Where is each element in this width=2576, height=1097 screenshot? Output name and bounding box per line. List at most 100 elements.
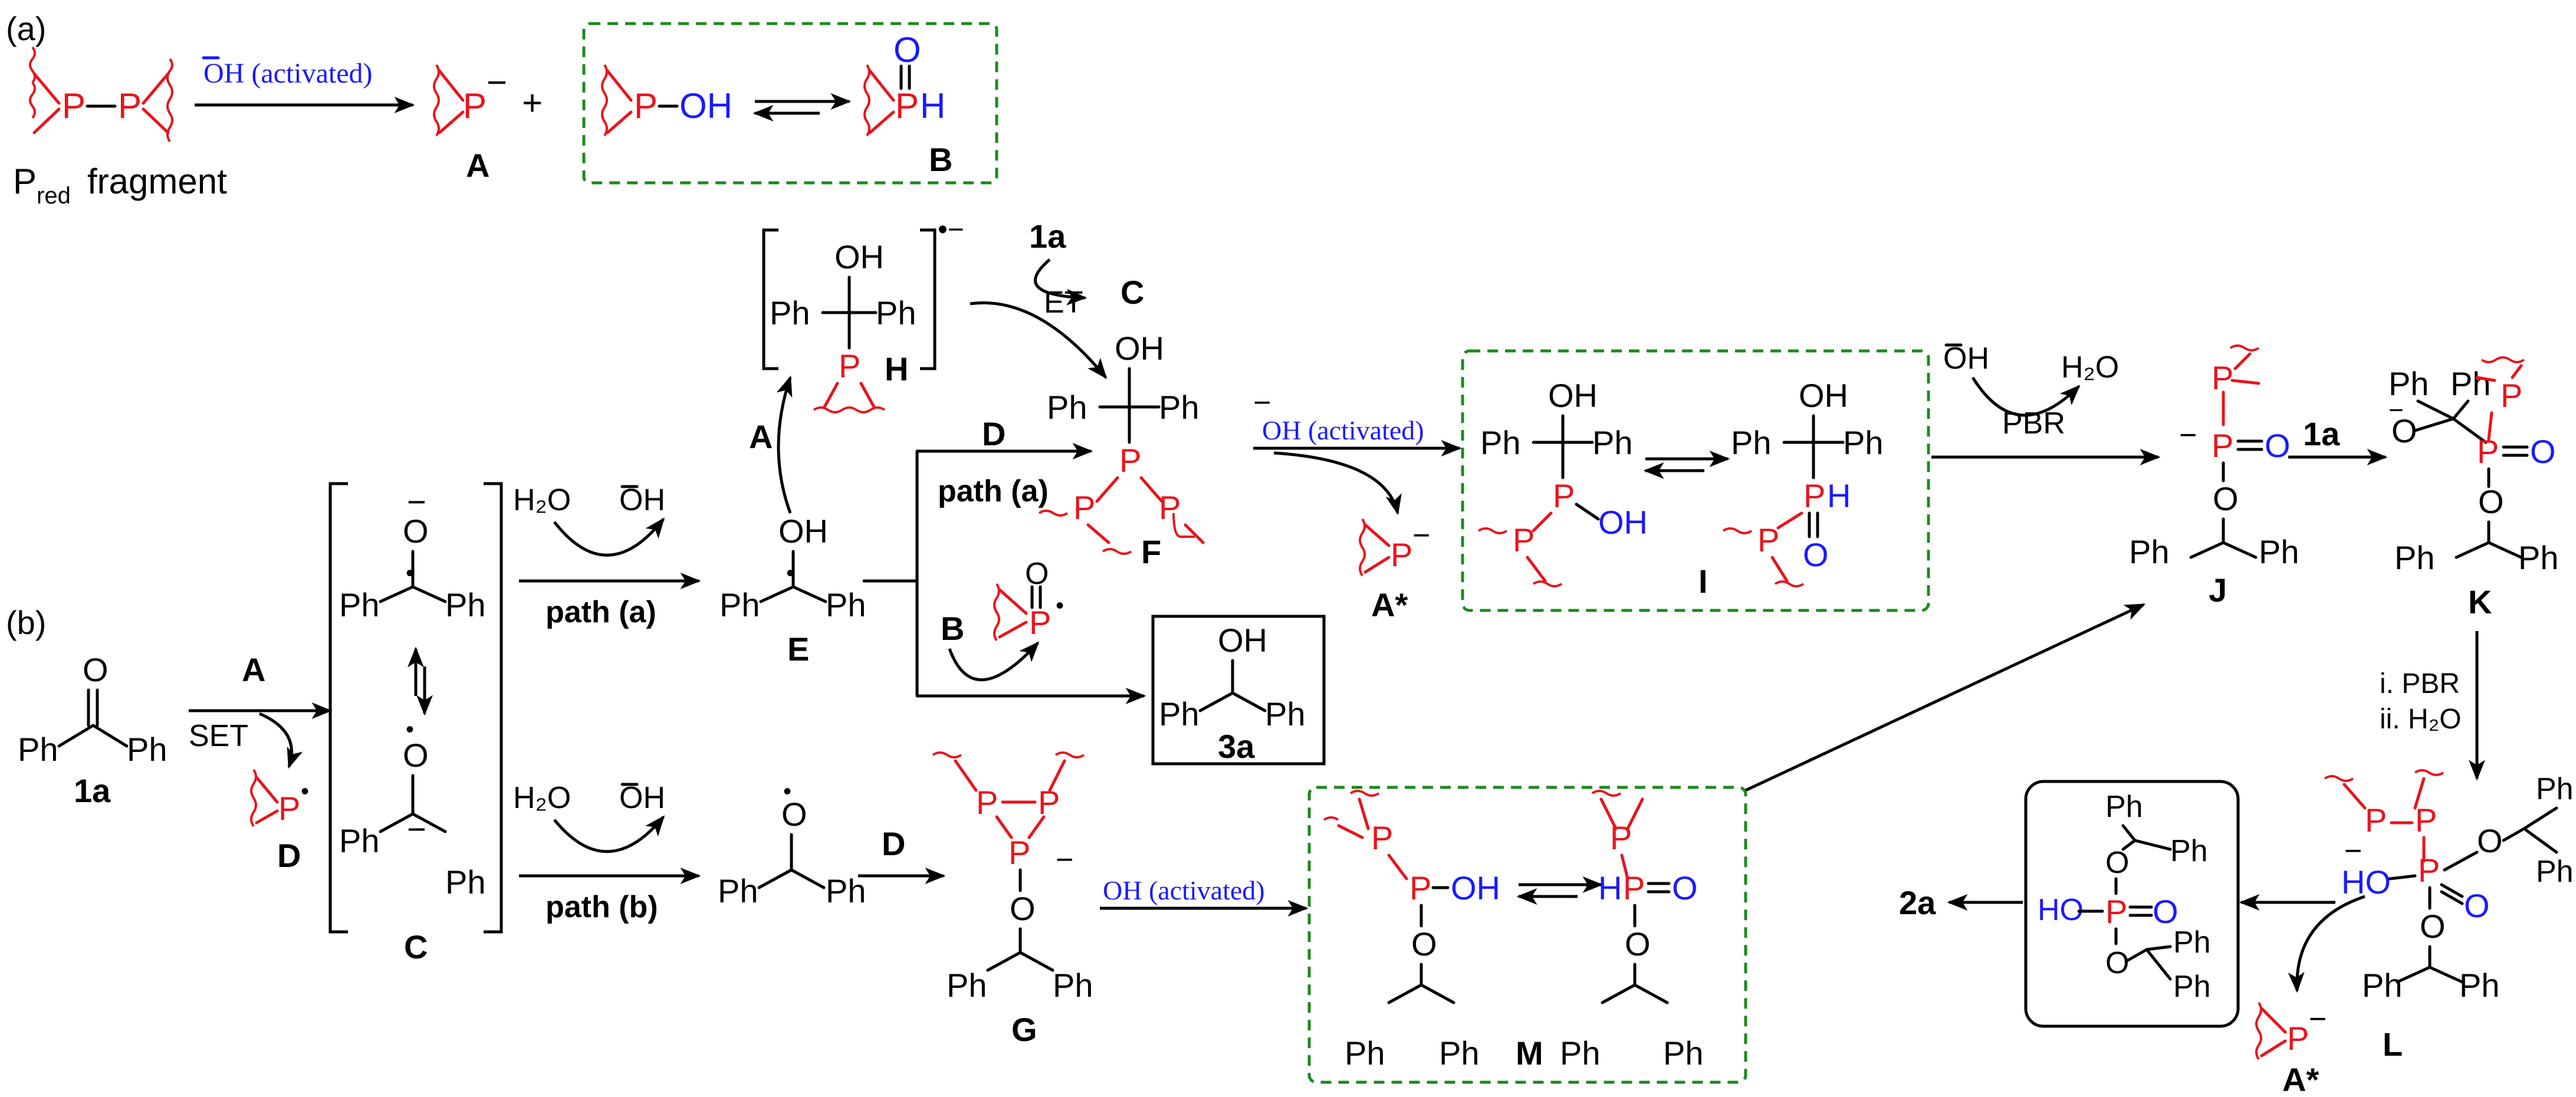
svg-text:Ph: Ph bbox=[1560, 1034, 1601, 1072]
oh-path-b: OH bbox=[619, 781, 665, 815]
svg-text:Ph: Ph bbox=[1345, 1034, 1385, 1072]
box-3a bbox=[1151, 615, 1326, 766]
svg-text:O: O bbox=[2420, 908, 2446, 945]
structure-H: OH Ph Ph P bbox=[770, 238, 916, 413]
structure-alkoxy-radical: • O Ph Ph bbox=[718, 779, 866, 909]
svg-text:P: P bbox=[2418, 852, 2440, 889]
svg-text:OH: OH bbox=[1451, 869, 1500, 906]
svg-text:O: O bbox=[1803, 536, 1829, 573]
svg-text:O: O bbox=[1672, 869, 1698, 906]
svg-text:P: P bbox=[1513, 521, 1535, 559]
svg-text:O: O bbox=[781, 796, 807, 833]
label-path-b: path (b) bbox=[546, 890, 658, 924]
arrow-set-curve bbox=[259, 712, 303, 769]
box-product bbox=[2024, 780, 2240, 1028]
arrow-B-radical bbox=[948, 641, 1040, 681]
svg-text:Ph: Ph bbox=[2536, 772, 2574, 806]
label-path-a: path (a) bbox=[546, 595, 656, 629]
structure-J: P − P O O Ph Ph bbox=[2129, 344, 2299, 570]
structure-F: OH Ph Ph − P P P bbox=[1038, 330, 1271, 555]
svg-text:P: P bbox=[2415, 802, 2437, 839]
svg-text:O: O bbox=[2477, 822, 2503, 859]
svg-text:P: P bbox=[1757, 521, 1779, 559]
structure-product: Ph Ph O HO P O O Ph Ph bbox=[2038, 790, 2211, 1004]
svg-text:Ph: Ph bbox=[127, 731, 167, 768]
svg-text:−: − bbox=[1253, 386, 1271, 420]
svg-text:P: P bbox=[839, 347, 860, 385]
svg-text:OH: OH bbox=[1218, 622, 1267, 659]
structure-G: P P P O Ph Ph bbox=[932, 751, 1093, 1004]
label-C-ET: C bbox=[1121, 274, 1144, 311]
svg-text:•: • bbox=[1056, 593, 1064, 619]
label-B-radical: B bbox=[941, 610, 964, 647]
arrow-E-to-H bbox=[776, 375, 793, 514]
svg-text:P: P bbox=[62, 86, 86, 126]
svg-text:Ph: Ph bbox=[1159, 695, 1200, 733]
structure-E: OH • Ph Ph bbox=[719, 513, 866, 623]
svg-text:Ph: Ph bbox=[876, 294, 916, 331]
label-K: K bbox=[2468, 583, 2492, 620]
curve-path-b bbox=[553, 815, 665, 853]
svg-text:OH: OH bbox=[679, 86, 732, 126]
svg-text:OH: OH bbox=[1799, 377, 1848, 414]
svg-text:Ph: Ph bbox=[2518, 539, 2559, 576]
svg-text:Ph: Ph bbox=[1592, 424, 1633, 461]
h2o-path-a: H₂O bbox=[513, 483, 571, 517]
svg-text:P: P bbox=[634, 86, 658, 126]
svg-text:Ph: Ph bbox=[1159, 389, 1200, 426]
svg-text:−: − bbox=[407, 810, 426, 848]
svg-text:Ph: Ph bbox=[339, 822, 380, 859]
svg-text:P: P bbox=[976, 784, 998, 821]
label-path-a-2: path (a) bbox=[938, 474, 1049, 508]
structure-K: Ph Ph O − P P O O Ph Ph bbox=[2388, 356, 2559, 576]
svg-text:OH: OH bbox=[1598, 504, 1648, 541]
svg-text:•: • bbox=[786, 560, 794, 586]
oh-path-a: OH bbox=[619, 483, 665, 517]
label-A-star-1: A* bbox=[1371, 586, 1408, 623]
structure-3a: OH Ph Ph bbox=[1159, 622, 1306, 733]
svg-text:O: O bbox=[2464, 887, 2490, 924]
svg-text:P: P bbox=[1553, 477, 1575, 514]
svg-text:Ph: Ph bbox=[2362, 967, 2403, 1004]
h2o-path-b: H₂O bbox=[513, 781, 571, 815]
svg-text:Ph: Ph bbox=[2105, 790, 2143, 824]
svg-text:Ph: Ph bbox=[1663, 1034, 1704, 1072]
svg-text:P: P bbox=[2365, 802, 2387, 839]
svg-text:Ph: Ph bbox=[2459, 967, 2500, 1004]
svg-text:O: O bbox=[1411, 925, 1437, 963]
svg-text:P: P bbox=[1371, 819, 1393, 856]
svg-text:Ph: Ph bbox=[2173, 970, 2211, 1004]
svg-text:O: O bbox=[1625, 925, 1651, 963]
svg-text:Ph: Ph bbox=[18, 731, 58, 768]
svg-text:Ph: Ph bbox=[719, 586, 760, 623]
arrow-ET-C bbox=[1034, 258, 1087, 306]
label-B-panel-a: B bbox=[929, 141, 952, 178]
svg-text:O: O bbox=[83, 651, 109, 688]
svg-text:P: P bbox=[2105, 893, 2127, 930]
label-1a-J-to-K: 1a bbox=[2303, 415, 2340, 452]
svg-text:•: • bbox=[301, 779, 309, 804]
svg-text:P: P bbox=[1038, 784, 1060, 821]
bracket-C-right bbox=[484, 482, 503, 934]
label-2a: 2a bbox=[1899, 884, 1936, 921]
svg-text:OH: OH bbox=[834, 238, 884, 275]
set-label: SET bbox=[189, 719, 248, 753]
svg-text:P: P bbox=[1623, 869, 1645, 906]
svg-text:−: − bbox=[2344, 834, 2362, 868]
h2o-I-to-J: H₂O bbox=[2061, 350, 2119, 385]
svg-text:O: O bbox=[2530, 433, 2556, 470]
svg-text:Ph: Ph bbox=[826, 586, 866, 623]
svg-text:Ph: Ph bbox=[2170, 834, 2208, 868]
svg-text:P: P bbox=[278, 790, 300, 827]
label-G: G bbox=[1011, 1011, 1037, 1048]
svg-text:Ph: Ph bbox=[445, 586, 486, 623]
label-A-to-H: A bbox=[749, 418, 773, 455]
label-M: M bbox=[1516, 1034, 1543, 1072]
label-F: F bbox=[1141, 533, 1161, 570]
svg-text:Ph: Ph bbox=[1480, 424, 1521, 461]
curve-path-a bbox=[553, 517, 665, 557]
et-label: ET bbox=[1044, 285, 1083, 320]
label-I: I bbox=[1698, 563, 1708, 600]
panel-b-label: (b) bbox=[6, 604, 46, 641]
structure-A-star-1: P − bbox=[1359, 518, 1430, 577]
